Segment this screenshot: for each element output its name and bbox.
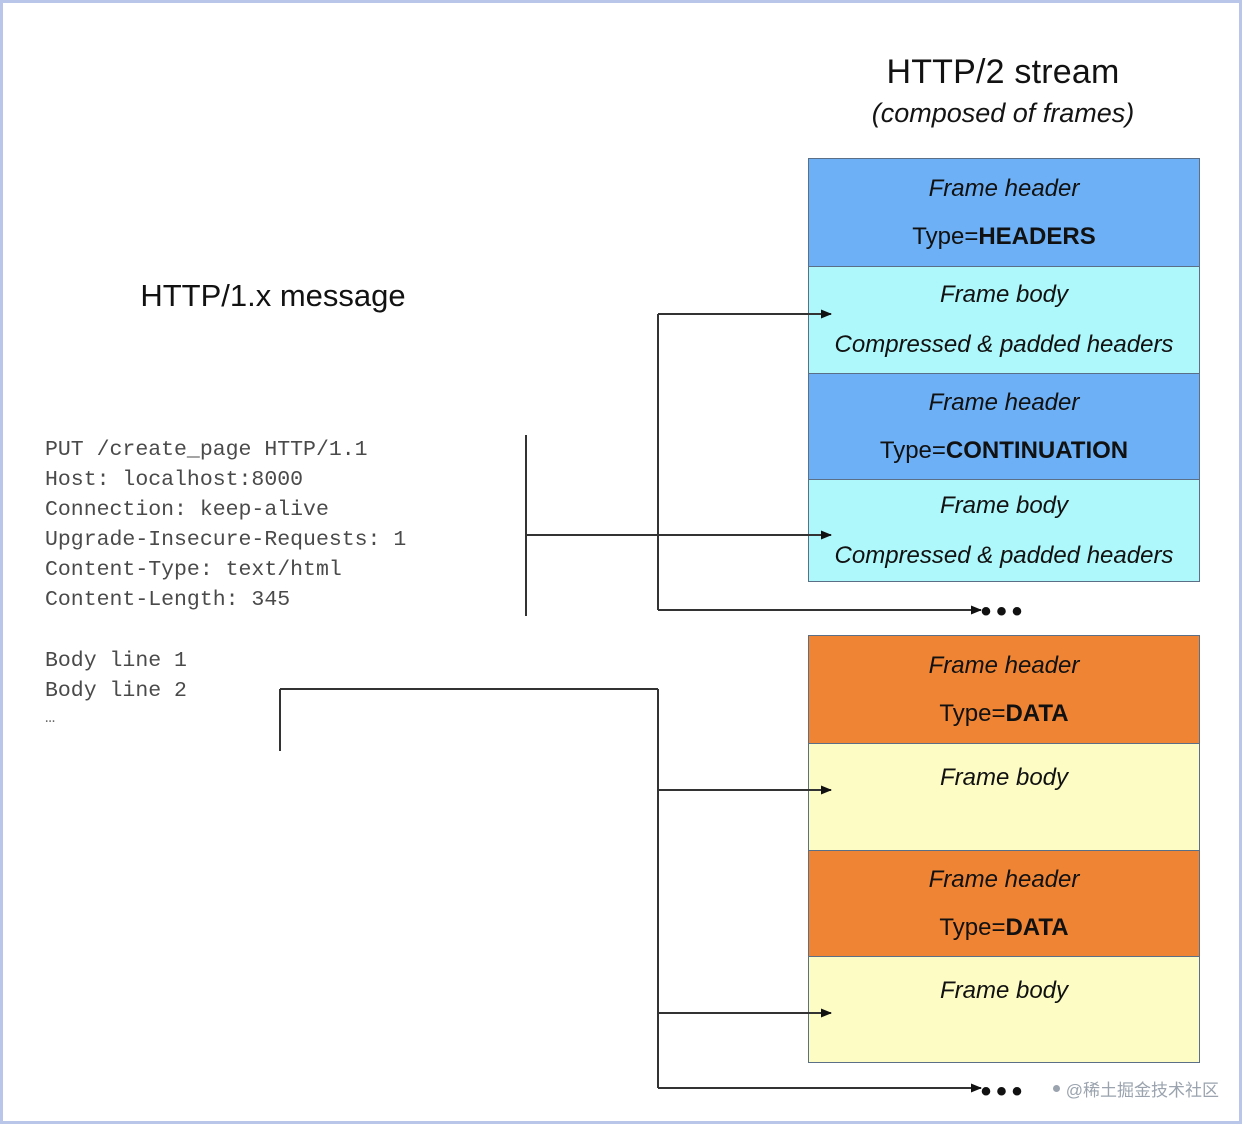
frame-type-prefix: Type= — [939, 913, 1006, 941]
frame-body-label: Frame body — [939, 281, 1069, 308]
frame-header-label: Frame header — [928, 174, 1080, 202]
frame-body-continuation: Frame body Compressed & padded headers — [809, 479, 1199, 581]
frame-header-data-2: Frame header Type=DATA — [809, 850, 1199, 956]
frame-header-data-1: Frame header Type=DATA — [809, 636, 1199, 743]
stream-title: HTTP/2 stream — [886, 53, 1120, 91]
frame-type-prefix: Type= — [912, 222, 979, 250]
watermark: @稀土掘金技术社区 — [1052, 1076, 1219, 1101]
frame-body-data-1: Frame body — [809, 743, 1199, 850]
frame-type-prefix: Type= — [879, 436, 946, 464]
http1-headers-text: PUT /create_page HTTP/1.1 Host: localhos… — [45, 438, 407, 612]
frame-type-value: DATA — [1005, 699, 1069, 727]
watermark-dot-icon — [1052, 1085, 1060, 1092]
frame-type-prefix: Type= — [939, 699, 1006, 727]
http1-body-ellipsis: … — [45, 709, 56, 728]
frame-type-headers: Type=HEADERS — [912, 223, 1095, 251]
frame-type-data-2: Type=DATA — [939, 914, 1068, 942]
frame-body-label: Frame body — [939, 764, 1069, 791]
frame-type-data-1: Type=DATA — [939, 700, 1068, 728]
frame-type-value: HEADERS — [978, 222, 1096, 250]
watermark-text: @稀土掘金技术社区 — [1065, 1081, 1219, 1100]
stream-subtitle: (composed of frames) — [871, 98, 1135, 128]
headers-ellipsis: ••• — [980, 595, 1028, 628]
frame-type-continuation: Type=CONTINUATION — [880, 437, 1128, 465]
data-frame-group: Frame header Type=DATA Frame body Frame … — [808, 635, 1200, 1063]
frame-body-headers: Frame body Compressed & padded headers — [809, 266, 1199, 373]
data-ellipsis: ••• — [980, 1075, 1028, 1108]
frame-type-value: DATA — [1005, 913, 1069, 941]
frame-body-label: Frame body — [939, 977, 1069, 1004]
headers-frame-group: Frame header Type=HEADERS Frame body Com… — [808, 158, 1200, 582]
frame-type-value: CONTINUATION — [945, 436, 1129, 464]
frame-header-label: Frame header — [928, 865, 1080, 893]
frame-body-detail-headers: Compressed & padded headers — [834, 331, 1174, 358]
frame-header-label: Frame header — [928, 651, 1080, 679]
frame-body-detail-continuation: Compressed & padded headers — [834, 541, 1174, 569]
frame-header-label: Frame header — [928, 388, 1080, 416]
frame-body-data-2: Frame body — [809, 956, 1199, 1062]
frame-body-label: Frame body — [939, 491, 1069, 519]
frame-header-continuation: Frame header Type=CONTINUATION — [809, 373, 1199, 479]
message-title: HTTP/1.x message — [140, 278, 406, 313]
http1-body-text: Body line 1 Body line 2 — [45, 649, 187, 703]
frame-header-headers: Frame header Type=HEADERS — [809, 159, 1199, 266]
connector-wires — [279, 309, 982, 1093]
